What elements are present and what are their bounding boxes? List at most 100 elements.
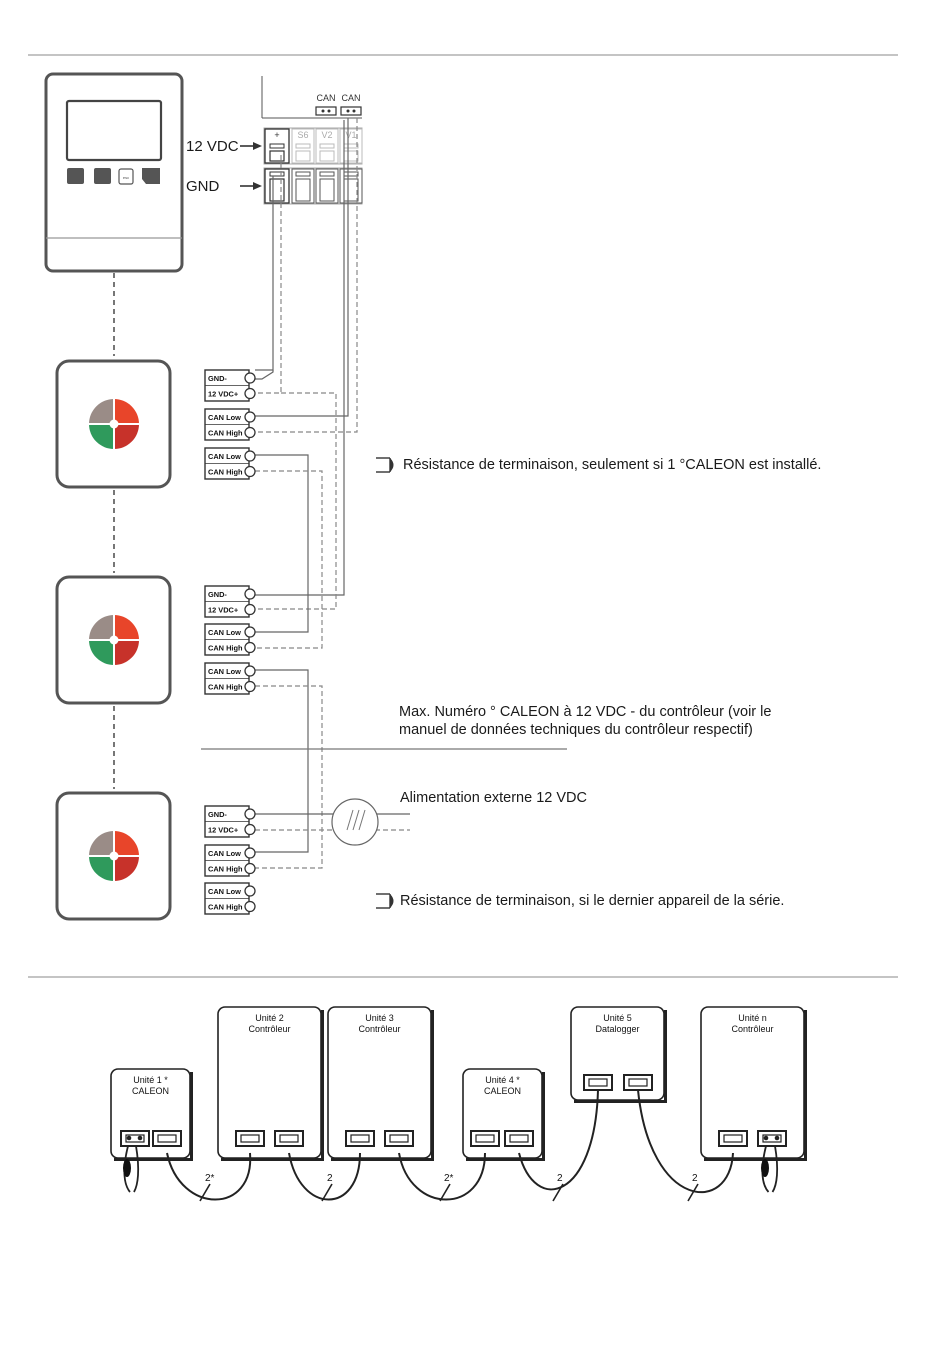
caleon-wheel-icon: [89, 831, 139, 881]
caleon-wheel-icon: [89, 615, 139, 665]
bus-unit-name: Unité 5: [603, 1013, 632, 1023]
pin-screw: [244, 885, 256, 897]
bus-cable-3: 2*: [398, 1152, 486, 1202]
pin-label-can-low: CAN Low: [208, 849, 241, 858]
termination-plug-1: [123, 1145, 140, 1193]
bus-port: [345, 1130, 375, 1147]
controller-display: [65, 99, 163, 162]
can-header-label-1: CAN: [316, 93, 335, 103]
external-power-supply: [331, 798, 379, 846]
pin-label-can-high: CAN High: [208, 644, 243, 653]
terminator-port: [120, 1130, 150, 1147]
bus-port: [718, 1130, 748, 1147]
bus-unit-1: Unité 1 *CALEON: [110, 1068, 193, 1161]
cable-count-label: 2: [692, 1173, 698, 1184]
pin-label-vdc: 12 VDC+: [208, 390, 239, 399]
controller-button-1: [67, 168, 84, 184]
bus-unit-name: Unité 3: [365, 1013, 394, 1023]
pin-label-can-high: CAN High: [208, 429, 243, 438]
bus-cable-1: 2*: [166, 1152, 252, 1202]
bus-unit-name: Unité 1 *: [133, 1075, 168, 1085]
note-termination-single: Résistance de terminaison, seulement si …: [403, 457, 822, 473]
pin-screw: [244, 862, 256, 875]
bus-port: [235, 1130, 265, 1147]
pin-screw: [244, 641, 256, 654]
bus-port: [274, 1130, 304, 1147]
pin-label-can-low: CAN Low: [208, 628, 241, 637]
bus-unit-type: CALEON: [132, 1086, 169, 1096]
terminal-block: CAN CAN + S6 V2 V1: [261, 76, 363, 205]
pin-label-gnd: GND-: [208, 374, 227, 383]
bus-cable-5: 2: [637, 1089, 734, 1202]
pin-label-can-low: CAN Low: [208, 413, 241, 422]
controller-button-esc: [118, 168, 134, 185]
pin-screw: [244, 426, 256, 439]
bus-port: [152, 1130, 182, 1147]
pin-screw: [244, 900, 256, 913]
cable-count-label: 2*: [205, 1173, 215, 1184]
termination-resistor-icon: [376, 457, 394, 473]
bus-port: [623, 1074, 653, 1091]
bus-port: [470, 1130, 500, 1147]
ground-label: GND: [186, 178, 220, 195]
pin-label-can-low: CAN Low: [208, 667, 241, 676]
cable-count-label: 2*: [444, 1173, 454, 1184]
bus-unit-name: Unité 4 *: [485, 1075, 520, 1085]
pin-screw: [244, 626, 256, 638]
controller-button-2: [94, 168, 111, 184]
pin-screw: [244, 665, 256, 677]
cable-count-label: 2: [557, 1173, 563, 1184]
bus-port: [384, 1130, 414, 1147]
pin-screw: [244, 411, 256, 423]
pin-screw: [244, 847, 256, 859]
pin-screw: [244, 450, 256, 462]
pin-screw: [244, 808, 256, 820]
pin-block-7: GND-12 VDC+: [204, 805, 256, 838]
can-header-1: [315, 106, 337, 116]
note-max-number: Max. Numéro ° CALEON à 12 VDC - du contr…: [399, 704, 772, 738]
can-header-2: [340, 106, 362, 116]
pin-label-gnd: GND-: [208, 810, 227, 819]
bus-port: [504, 1130, 534, 1147]
bus-unit-name: Unité 2: [255, 1013, 284, 1023]
bus-cable-2: 2: [288, 1152, 361, 1202]
bus-unit-name: Unité n: [738, 1013, 767, 1023]
caleon-wheel-icon: [89, 399, 139, 449]
pin-screw: [244, 680, 256, 693]
termination-plug-2: [761, 1145, 779, 1193]
terminal-s6-label: S6: [297, 130, 308, 140]
bus-unit-type: Contrôleur: [248, 1024, 290, 1034]
controller-button-esc-label: esc: [123, 175, 129, 180]
supply-label: 12 VDC: [186, 138, 239, 155]
can-header-label-2: CAN: [341, 93, 360, 103]
bus-unit-4: Unité 4 *CALEON: [462, 1068, 545, 1161]
note-termination-last: Résistance de terminaison, si le dernier…: [400, 893, 785, 909]
pin-screw: [244, 465, 256, 478]
pin-block-1: GND- 12 VDC+: [204, 369, 256, 402]
pin-block-4: GND- 12 VDC+: [204, 585, 256, 618]
pin-label-vdc: 12 VDC+: [208, 606, 239, 615]
pin-label-can-high: CAN High: [208, 903, 243, 912]
pin-screw: [244, 823, 256, 836]
pin-label-gnd: GND-: [208, 590, 227, 599]
terminal-v1-label: V1: [345, 130, 356, 140]
caleon-device-1: [55, 359, 172, 489]
pin-label-can-high: CAN High: [208, 865, 243, 874]
caleon-device-2: [55, 575, 172, 705]
controller-button-4: [142, 168, 160, 184]
controller-device: esc: [44, 72, 184, 273]
terminal-plus-label: +: [274, 130, 279, 140]
pin-label-can-high: CAN High: [208, 468, 243, 477]
cable-count-label: 2: [327, 1173, 333, 1184]
pin-label-can-low: CAN Low: [208, 887, 241, 896]
terminator-port: [757, 1130, 787, 1147]
bus-port: [583, 1074, 613, 1091]
pin-label-can-high: CAN High: [208, 683, 243, 692]
